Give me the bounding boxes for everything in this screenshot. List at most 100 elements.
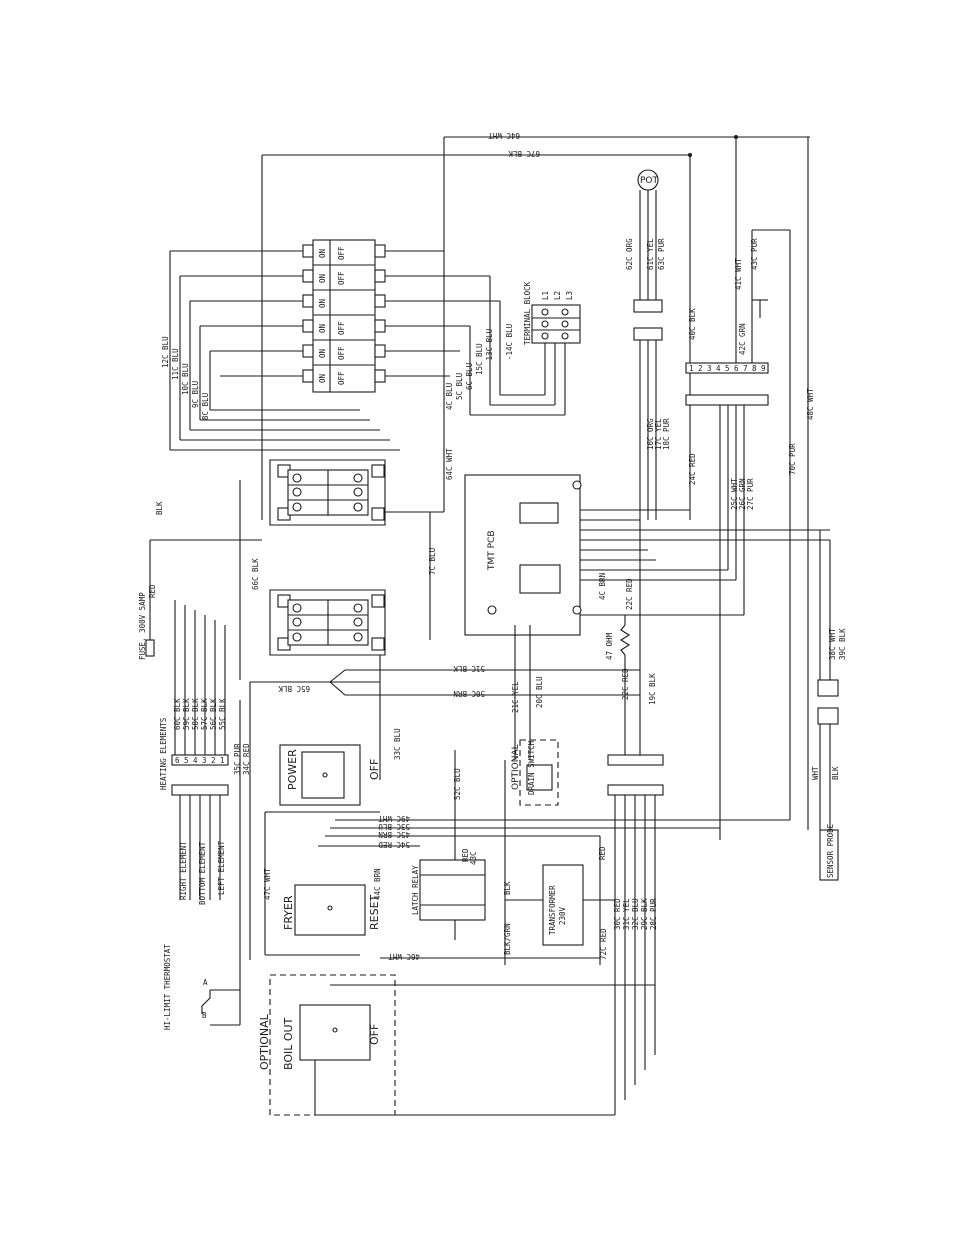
svg-text:BLK: BLK [831, 766, 840, 780]
svg-text:OFF: OFF [337, 346, 346, 360]
svg-text:20C BLU: 20C BLU [535, 676, 544, 708]
svg-text:22C RED: 22C RED [625, 578, 634, 610]
svg-text:58C BLK: 58C BLK [191, 698, 200, 730]
sensor-probe-label: SENSOR PROBE [826, 823, 835, 878]
latch-relay: LATCH RELAY RED 43C [411, 848, 486, 921]
svg-text:BLK: BLK [503, 881, 512, 895]
svg-text:RED: RED [598, 846, 607, 860]
svg-text:OFF: OFF [337, 246, 346, 260]
fryer-switch-body [294, 884, 366, 936]
wire-12c: 12C BLU [161, 336, 170, 368]
pot-wire-1: 62C ORG [625, 238, 634, 270]
wire-8c: 8C BLU [201, 393, 210, 420]
resistor: 47 OHM 19C BLK 22C RED 20C BLU 21C YEL [511, 520, 657, 760]
pcb-board [464, 474, 581, 636]
svg-text:24C RED: 24C RED [688, 453, 697, 485]
wire-9c: 9C BLU [191, 381, 200, 408]
svg-text:5: 5 [184, 756, 189, 765]
svg-text:26C GRN: 26C GRN [738, 478, 747, 510]
right-connector: 41C WHT 43C PUR 42C GRN 1 2 3 4 5 6 7 8 … [685, 137, 815, 840]
contactor-lower [269, 589, 386, 656]
svg-text:72C RED: 72C RED [599, 928, 608, 960]
sensor-probe-body [819, 829, 839, 881]
wire-67c-label: 67C BLK [508, 149, 540, 158]
svg-text:L3: L3 [565, 291, 574, 300]
heating-label: HEATING ELEMENTS [159, 717, 168, 790]
svg-text:ON: ON [318, 324, 327, 333]
svg-text:16C ORG: 16C ORG [646, 418, 655, 450]
fryer-reset-switch: FRYER RESET 47C WHT 44C BRN [263, 812, 382, 956]
svg-text:1: 1 [220, 756, 225, 765]
power-off-label: OFF [368, 759, 381, 780]
power-label: POWER [286, 749, 299, 790]
svg-text:29C BLK: 29C BLK [640, 898, 649, 930]
svg-text:57C BLK: 57C BLK [200, 698, 209, 730]
pot-label: POT [640, 176, 659, 186]
svg-text:56C BLK: 56C BLK [209, 698, 218, 730]
svg-text:48C WHT: 48C WHT [806, 388, 815, 420]
svg-text:64C WHT: 64C WHT [445, 448, 454, 480]
svg-text:DRAIN SWITCH: DRAIN SWITCH [527, 740, 536, 795]
svg-text:-13C BLU: -13C BLU [485, 329, 494, 365]
transformer-body [542, 864, 584, 946]
svg-text:30C RED: 30C RED [613, 898, 622, 930]
svg-text:OPTIONAL: OPTIONAL [511, 744, 521, 790]
svg-text:25C WHT: 25C WHT [730, 478, 739, 510]
connector-9pin-bottom [685, 394, 769, 406]
svg-text:47 OHM: 47 OHM [605, 632, 614, 660]
wire-10c: 10C BLU [181, 363, 190, 395]
terminal-block-label: TERMINAL BLOCK [523, 281, 532, 345]
terminal-block-body [531, 304, 581, 344]
svg-text:ON: ON [318, 249, 327, 258]
svg-text:HI-LIMIT THERMOSTAT: HI-LIMIT THERMOSTAT [163, 944, 172, 1030]
svg-text:OFF: OFF [337, 371, 346, 385]
svg-text:54C RED: 54C RED [378, 840, 410, 849]
svg-text:A: A [203, 978, 208, 987]
svg-text:ON: ON [318, 274, 327, 283]
pcb-label: TMT PCB [487, 530, 497, 571]
transformer-label: TRANSFORMER [548, 885, 557, 935]
svg-text:ON: ON [318, 299, 327, 308]
pot-connector-a [633, 299, 663, 313]
svg-text:66C BLK: 66C BLK [251, 558, 260, 590]
fuse-label: FUSE, 300V 5AMP [138, 592, 147, 660]
svg-text:59C BLK: 59C BLK [182, 698, 191, 730]
wire-64c-label: 64C WHT [488, 131, 520, 140]
svg-text:21C YEL: 21C YEL [511, 681, 520, 713]
svg-text:45C BRN: 45C BRN [378, 830, 410, 839]
svg-text:1: 1 [689, 364, 694, 373]
svg-text:2: 2 [211, 756, 216, 765]
svg-text:8: 8 [752, 364, 757, 373]
fryer-label: FRYER [282, 895, 295, 930]
circuit-breakers: ON ON ON ON ON ON OFF OFF OFF OFF OFF [170, 239, 500, 393]
svg-text:6: 6 [734, 364, 739, 373]
svg-text:3: 3 [202, 756, 207, 765]
svg-text:BLK/GRN: BLK/GRN [503, 923, 512, 955]
svg-text:4: 4 [193, 756, 198, 765]
svg-text:18C PUR: 18C PUR [662, 418, 671, 450]
svg-text:22C RED: 22C RED [621, 668, 630, 700]
svg-text:RED: RED [461, 848, 470, 862]
svg-text:41C WHT: 41C WHT [734, 258, 743, 290]
boil-out-switch: OPTIONAL BOIL OUT OFF [258, 974, 655, 1116]
fuse: FUSE, 300V 5AMP RED [138, 584, 157, 660]
svg-text:B: B [202, 1011, 207, 1020]
left-element-label: LEFT ELEMENT [217, 840, 226, 895]
svg-text:4C BLU: 4C BLU [445, 383, 454, 410]
breaker-panel [312, 239, 376, 393]
svg-text:44C BRN: 44C BRN [373, 868, 382, 900]
svg-text:4: 4 [716, 364, 721, 373]
svg-text:BLK: BLK [155, 501, 164, 515]
svg-text:31C YEL: 31C YEL [622, 898, 631, 930]
svg-text:43C: 43C [469, 851, 478, 865]
svg-text:WHT: WHT [811, 766, 820, 780]
svg-text:4C BRN: 4C BRN [598, 573, 607, 600]
svg-text:OPTIONAL: OPTIONAL [258, 1013, 271, 1070]
svg-text:50C BRN: 50C BRN [453, 689, 485, 698]
hi-limit-thermostat: HI-LIMIT THERMOSTAT A B [163, 944, 241, 1030]
heating-connector: HEATING ELEMENTS 6 5 4 3 2 1 RIGHT ELEME… [159, 717, 229, 905]
svg-text:52C BLU: 52C BLU [453, 768, 462, 800]
svg-text:15C BLU: 15C BLU [475, 343, 484, 375]
power-switch: POWER OFF [265, 744, 381, 813]
